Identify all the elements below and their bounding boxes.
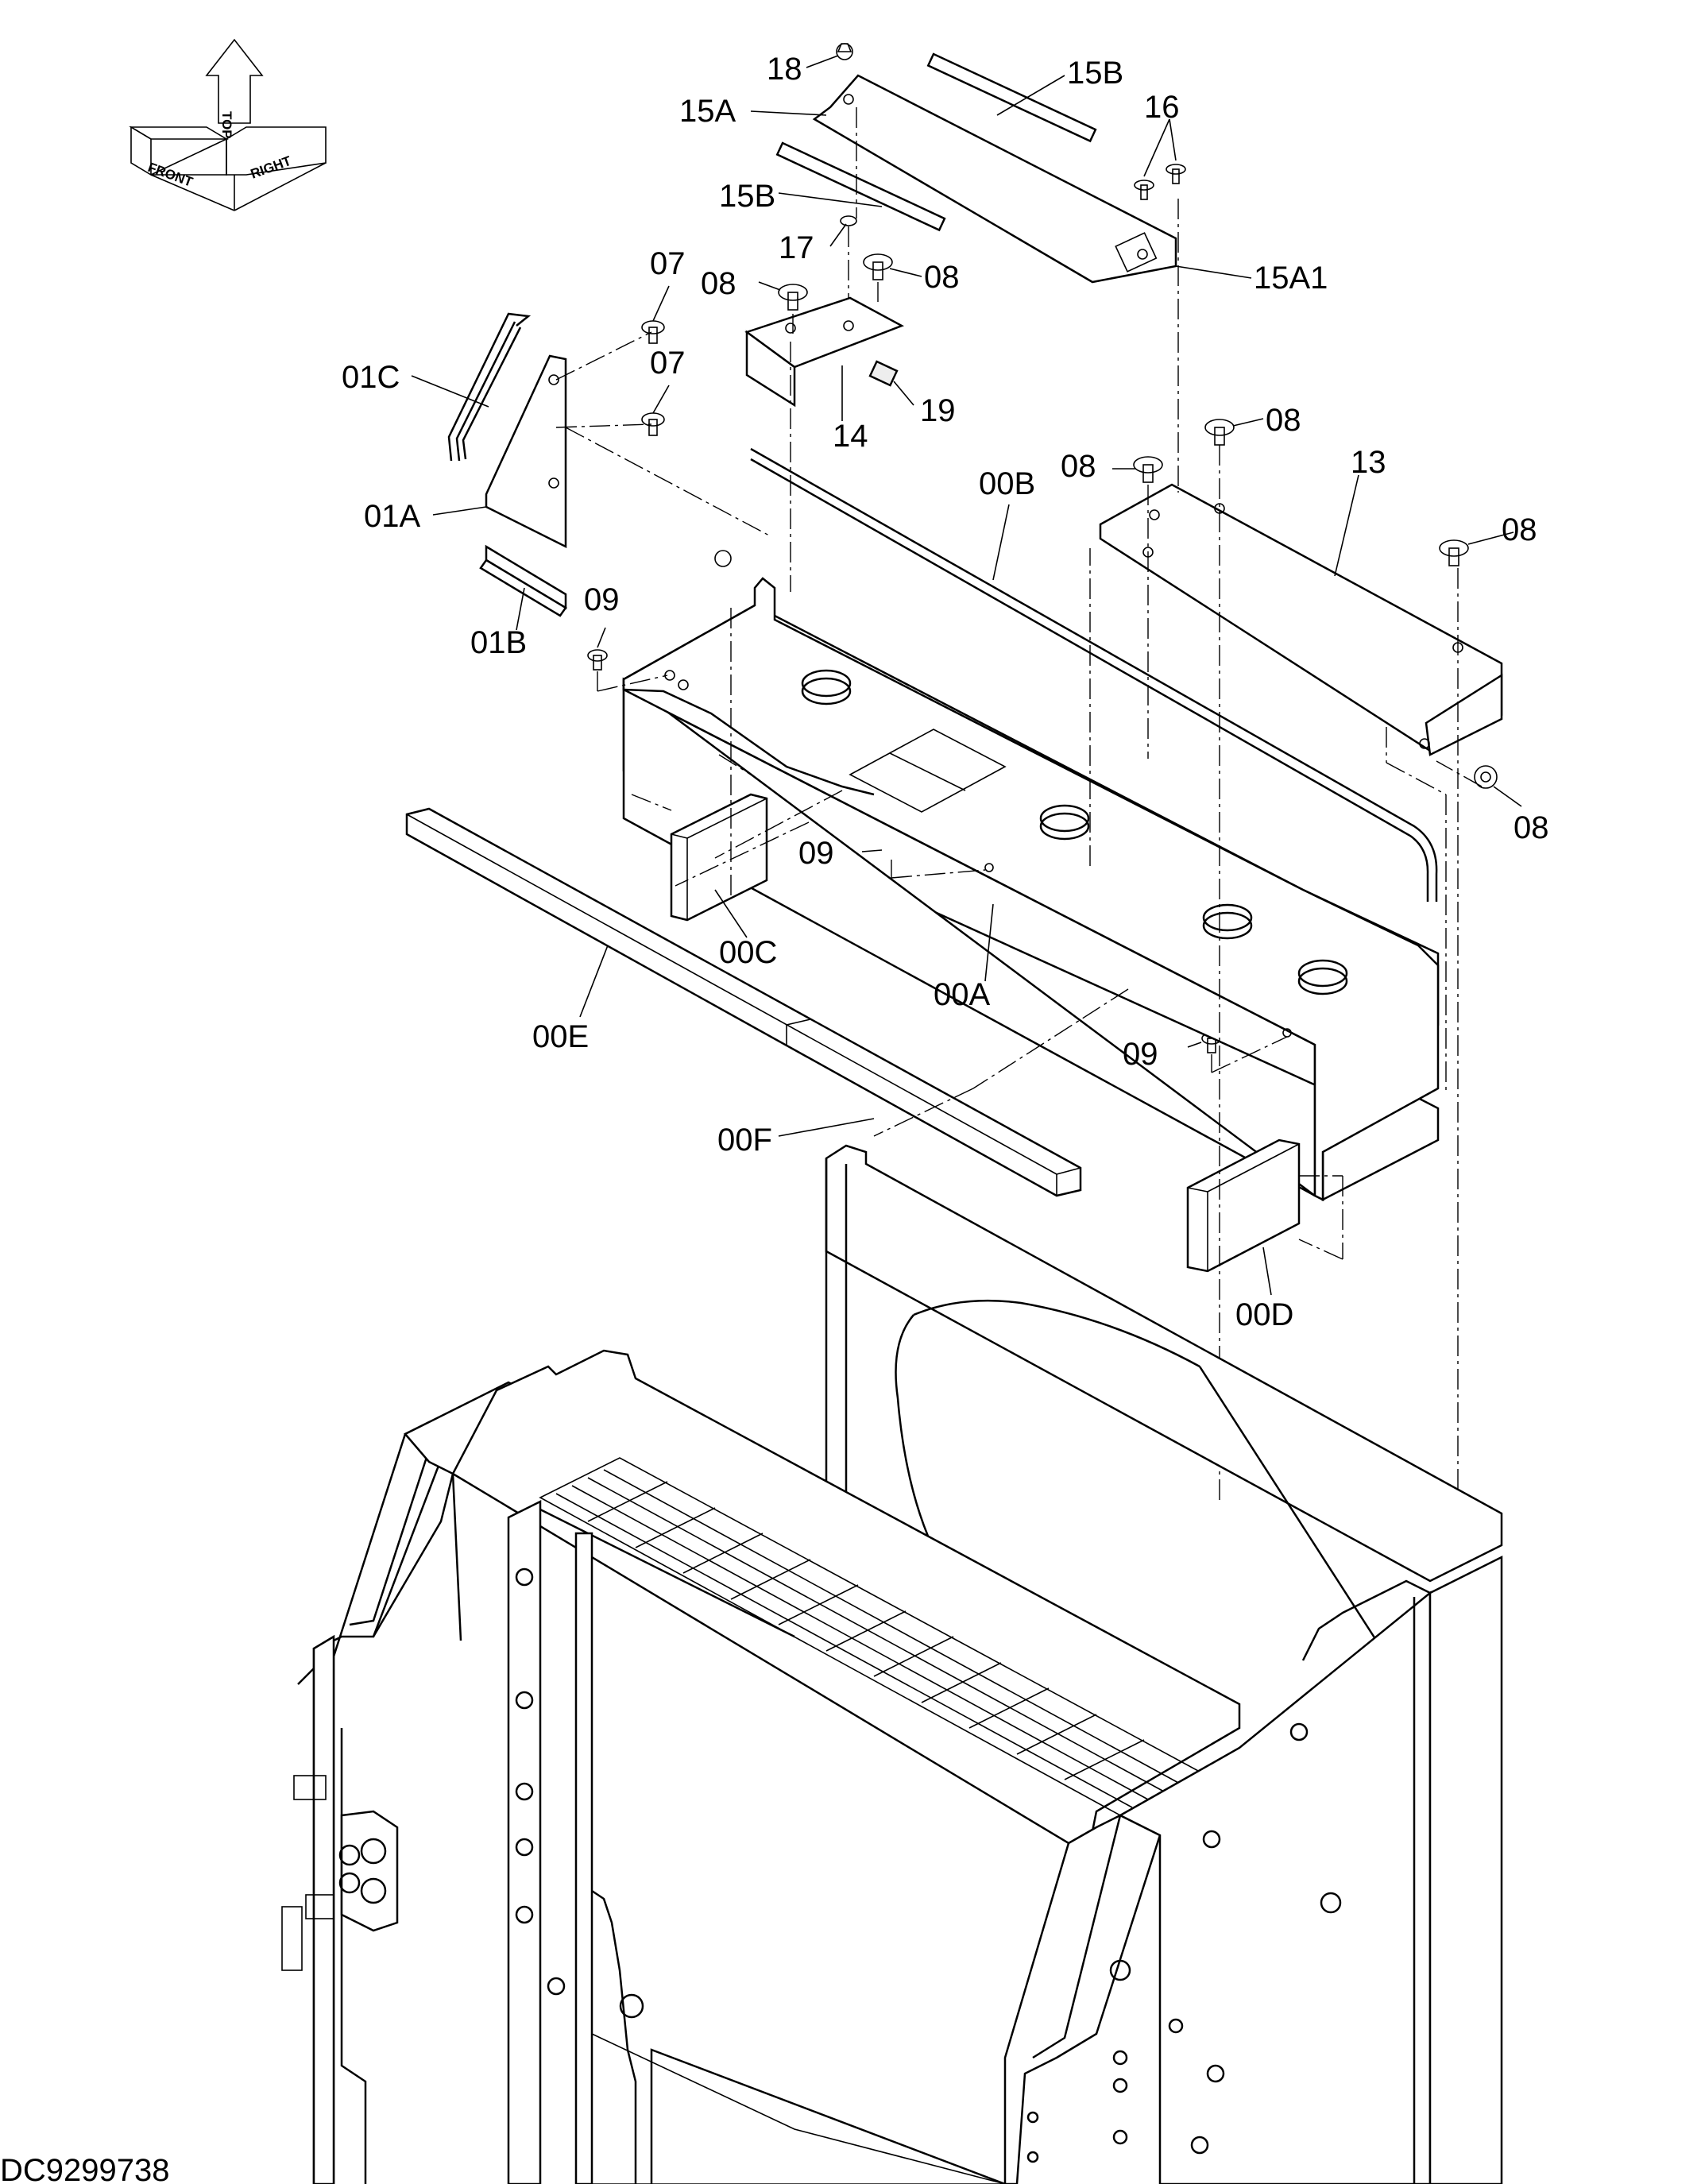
part-label-19: 19 bbox=[920, 393, 956, 428]
bolt-icon bbox=[587, 649, 608, 671]
clip-nut-icon bbox=[868, 360, 899, 387]
foam-block-00D bbox=[1186, 1138, 1301, 1273]
seal-00B bbox=[750, 447, 1438, 902]
part-label-08-b: 08 bbox=[924, 260, 960, 295]
bolt-icon bbox=[1134, 180, 1154, 200]
part-label-15A: 15A bbox=[679, 94, 736, 129]
bolt-icon bbox=[778, 284, 808, 311]
bolt-icon bbox=[836, 43, 853, 60]
part-label-15A1: 15A1 bbox=[1254, 261, 1328, 296]
assembly-centerlines bbox=[555, 107, 1483, 1509]
part-label-08-d: 08 bbox=[1061, 449, 1096, 484]
part-label-01B: 01B bbox=[470, 625, 527, 660]
orientation-top-label: TOP bbox=[219, 111, 234, 139]
orientation-right-label: RIGHT bbox=[249, 153, 294, 182]
part-label-15B-mid: 15B bbox=[719, 179, 775, 214]
part-labels: 18 15B 15A 16 15B 17 15A1 07 08 08 07 01… bbox=[342, 52, 1549, 1332]
part-label-17: 17 bbox=[779, 230, 814, 265]
part-label-09-c: 09 bbox=[1123, 1037, 1158, 1072]
part-label-08-f: 08 bbox=[1514, 810, 1549, 845]
seal-bar-00E-00F bbox=[405, 807, 1082, 1197]
part-label-01C: 01C bbox=[342, 360, 400, 395]
cover-13 bbox=[1099, 483, 1503, 756]
drawing-code: DC9299738 bbox=[0, 2153, 170, 2184]
part-label-00F: 00F bbox=[717, 1123, 772, 1158]
part-label-13: 13 bbox=[1351, 445, 1386, 480]
washer-icon bbox=[840, 215, 857, 226]
part-label-16: 16 bbox=[1144, 90, 1180, 125]
radiator-frame bbox=[281, 1144, 1503, 2184]
part-label-01A: 01A bbox=[364, 499, 420, 534]
part-label-07-top: 07 bbox=[650, 246, 686, 281]
part-label-14: 14 bbox=[833, 419, 868, 454]
seal-01C bbox=[447, 312, 532, 462]
part-label-15B-top: 15B bbox=[1067, 56, 1123, 91]
bolt-icon bbox=[1133, 456, 1163, 483]
part-label-08-a: 08 bbox=[701, 266, 736, 301]
bolt-icon bbox=[641, 412, 665, 436]
part-label-08-e: 08 bbox=[1502, 512, 1537, 547]
grille-pattern bbox=[555, 1469, 1181, 1808]
bracket-14 bbox=[744, 296, 904, 408]
part-label-00C: 00C bbox=[719, 935, 777, 970]
part-label-09-b: 09 bbox=[798, 836, 834, 871]
part-label-00A: 00A bbox=[934, 977, 990, 1012]
part-label-00D: 00D bbox=[1235, 1297, 1293, 1332]
part-label-08-c: 08 bbox=[1266, 403, 1301, 438]
bolt-icon bbox=[641, 320, 665, 344]
orientation-front-label: FRONT bbox=[146, 160, 195, 190]
leader-lines bbox=[411, 55, 1522, 1296]
shroud-00A bbox=[622, 550, 1440, 1202]
foam-block-00C bbox=[670, 793, 768, 922]
orientation-indicator: FRONT TOP RIGHT bbox=[129, 38, 327, 211]
part-label-07-mid: 07 bbox=[650, 346, 686, 381]
part-label-00B: 00B bbox=[979, 466, 1035, 501]
bolt-icon bbox=[1166, 164, 1186, 184]
part-label-18: 18 bbox=[767, 52, 802, 87]
part-label-09-a: 09 bbox=[584, 582, 620, 617]
bolt-icon bbox=[1474, 765, 1498, 789]
bolt-icons bbox=[587, 43, 1498, 1053]
bolt-icon bbox=[863, 253, 893, 280]
hinged-lid-15A bbox=[775, 52, 1177, 284]
seal-01B bbox=[479, 544, 567, 617]
part-label-00E: 00E bbox=[532, 1019, 589, 1054]
bracket-01A bbox=[485, 354, 567, 549]
bolt-icon bbox=[1439, 539, 1469, 566]
bolt-icon bbox=[1204, 419, 1235, 446]
